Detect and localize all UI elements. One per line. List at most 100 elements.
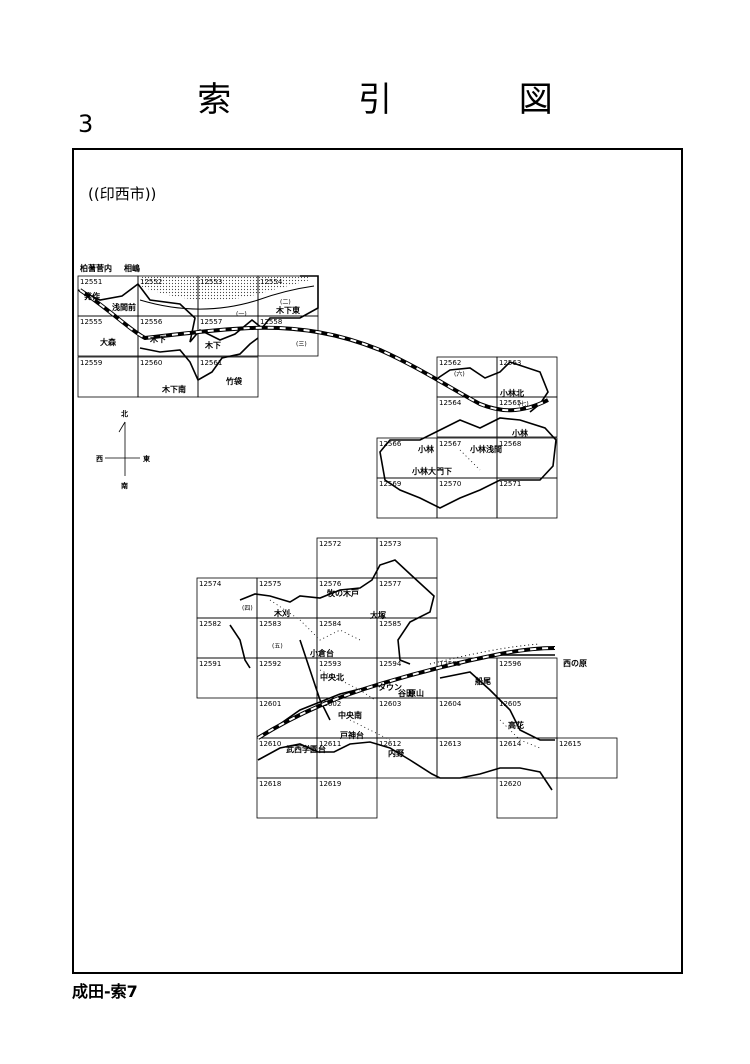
- top-label: 相嶋: [124, 263, 140, 273]
- page-title: 索 引 図: [197, 80, 611, 120]
- grid-cell-id: 12583: [259, 620, 281, 628]
- place-name: 中央北: [320, 672, 344, 682]
- place-name: 木下南: [161, 384, 186, 394]
- grid-cell-id: 12584: [319, 620, 342, 628]
- grid-cell-12571: [496, 477, 558, 519]
- grid-cell-id: 12557: [200, 318, 222, 326]
- grid-cell-id: 12564: [439, 399, 462, 407]
- grid-cell-12565: [496, 396, 558, 438]
- grid-cell-id: 12594: [379, 660, 402, 668]
- grid-cell-id: 12565: [499, 399, 521, 407]
- place-name: 小林: [417, 444, 434, 454]
- grid-cell-12558: [257, 315, 319, 357]
- grid-cell-id: 12567: [439, 440, 461, 448]
- page-number: 3: [78, 110, 94, 138]
- top-label: 柏蓍菅内: [80, 263, 112, 273]
- sub-boundaries: [269, 449, 541, 749]
- place-name: 浅間前: [112, 302, 136, 312]
- grid-cell-id: 12551: [80, 278, 102, 286]
- grid-cell-id: 12566: [379, 440, 402, 448]
- place-name: 小林大門下: [411, 466, 452, 476]
- grid-cell-id: 12571: [499, 480, 521, 488]
- compass: 北 南 東 西: [96, 409, 151, 490]
- grid-cell-id: 12604: [439, 700, 462, 708]
- place-name: 船尾: [475, 676, 491, 686]
- compass-west: 西: [96, 455, 103, 463]
- grid-cell-id: 12602: [319, 700, 341, 708]
- label-layer: 柏蓍菅内相嶋発作浅間前木下東大森木下木下木下南竹袋小林北小林小林浅間小林小林大門…: [80, 263, 587, 758]
- grid-cell-12620: [496, 777, 558, 819]
- sub-area-label: (六): [454, 370, 465, 378]
- place-name: 高花: [508, 720, 524, 730]
- grid-cell-id: 12560: [140, 359, 162, 367]
- grid-cell-id: 12575: [259, 580, 281, 588]
- grid-cell-id: 12593: [319, 660, 341, 668]
- grid-cell-id: 12577: [379, 580, 401, 588]
- grid-cell-12615: [556, 737, 618, 779]
- sub-area-label: (二): [280, 299, 291, 306]
- grid-cell-id: 12553: [200, 278, 222, 286]
- sub-area-label: (五): [272, 643, 283, 650]
- place-name: 大塚: [370, 610, 386, 620]
- grid-cell-id: 12603: [379, 700, 401, 708]
- grid-cell-id: 12611: [319, 740, 341, 748]
- river-area: [140, 276, 310, 301]
- grid-cell-id: 12585: [379, 620, 401, 628]
- grid-cell-id: 12558: [260, 318, 282, 326]
- grid-cell-id: 12615: [559, 740, 581, 748]
- railway-lines: [78, 288, 556, 740]
- grid-cell-id: 12559: [80, 359, 102, 367]
- place-name: 小倉台: [309, 648, 334, 658]
- grid-cell-id: 12582: [199, 620, 221, 628]
- grid-cell-id: 12573: [379, 540, 401, 548]
- place-name: 大森: [100, 337, 117, 347]
- place-name: 木下: [149, 334, 166, 344]
- place-name: 木刈: [273, 608, 290, 618]
- grid-cell-id: 12620: [499, 780, 521, 788]
- place-name: 西の原: [563, 659, 587, 668]
- place-name: 谷田: [397, 688, 414, 698]
- grid-cell-id: 12614: [499, 740, 522, 748]
- grid-cell-id: 12576: [319, 580, 342, 588]
- place-name: 戸神台: [340, 730, 364, 740]
- place-name: 小林浅間: [469, 444, 502, 454]
- place-name: 武西学園台: [286, 744, 326, 754]
- sub-area-label: (三): [296, 341, 307, 348]
- grid-cell-id: 12568: [499, 440, 521, 448]
- grid-cell-id: 12555: [80, 318, 102, 326]
- place-name: 木下: [204, 340, 221, 350]
- grid-cell-12619: [316, 777, 378, 819]
- grid-cell-id: 12619: [319, 780, 341, 788]
- grid-cell-id: 12561: [200, 359, 222, 367]
- place-name: 竹袋: [225, 376, 243, 386]
- grid-cell-id: 12618: [259, 780, 281, 788]
- place-name: 牧の木戸: [327, 588, 359, 598]
- place-name: 発作: [83, 291, 100, 301]
- place-name: 小林北: [499, 388, 524, 398]
- place-name: 小林: [511, 428, 528, 438]
- sub-area-label: (四): [242, 605, 253, 612]
- grid-cell-id: 12570: [439, 480, 461, 488]
- grid-cell-id: 12610: [259, 740, 281, 748]
- grid-cell-id: 12592: [259, 660, 281, 668]
- sub-area-label: (七): [518, 400, 529, 408]
- grid-cell-id: 12601: [259, 700, 281, 708]
- map-frame: [72, 148, 683, 974]
- grid-cell-id: 12563: [499, 359, 521, 367]
- grid-cell-id: 12613: [439, 740, 461, 748]
- place-name: 中央南: [338, 710, 362, 720]
- grid-cell-id: 12554: [260, 278, 283, 286]
- river-edge: [139, 285, 315, 310]
- footer-label: 成田-索7: [72, 982, 138, 1001]
- grid-cell-id: 12552: [140, 278, 162, 286]
- grid-cell-id: 12562: [439, 359, 461, 367]
- city-name: ((印西市)): [88, 185, 157, 203]
- place-name: タウン: [378, 682, 402, 692]
- sub-area-label: (一): [236, 311, 247, 318]
- grid-cell-id: 12591: [199, 660, 221, 668]
- grid-cell-id: 12556: [140, 318, 163, 326]
- grid-cell-id: 12574: [199, 580, 222, 588]
- grid-cell-id: 12572: [319, 540, 341, 548]
- compass-north: 北: [121, 409, 128, 418]
